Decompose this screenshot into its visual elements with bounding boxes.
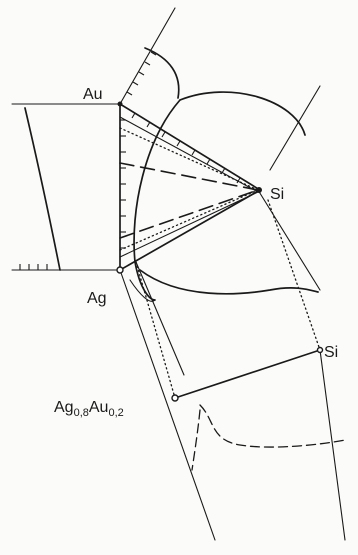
- ag-axis-ticks: [19, 264, 48, 270]
- liquidus-curve-ag-au: [24, 107, 61, 271]
- section-line-agau-si: [174, 349, 321, 399]
- label-composition: Ag0,8Au0,2: [54, 399, 124, 419]
- composition-base: Ag: [54, 399, 74, 416]
- ag-small-curve: [129, 279, 156, 302]
- au-si-binary-panel: [119, 7, 321, 171]
- dashed-ray-2: [119, 189, 259, 239]
- label-si-lower: Si: [324, 344, 338, 361]
- lower-section-panel: [119, 199, 346, 541]
- composition-sub1: 0,8: [74, 407, 89, 419]
- inner-line-ag-side: [119, 191, 259, 258]
- ag-diagonal-line: [135, 261, 185, 376]
- au-ag-edge-ticks: [120, 119, 126, 249]
- au-si-liquidus: [144, 47, 180, 99]
- label-au: Au: [83, 86, 103, 103]
- au-si-edge-ticks: [131, 112, 241, 184]
- ag-vertex-point: [116, 266, 124, 274]
- liquidus-curve-main: [133, 99, 181, 301]
- au-vertex-point: [117, 101, 123, 107]
- au-si-panel-axis: [119, 7, 176, 105]
- composition-mid: Au: [89, 399, 109, 416]
- si-edge-right: [257, 189, 321, 291]
- inner-line-au-side: [119, 116, 259, 193]
- si-vertex-point: [256, 187, 262, 193]
- si-lower-point: [316, 346, 324, 354]
- dotted-ray-ag: [119, 189, 259, 251]
- ternary-triangle-upper: [119, 91, 319, 301]
- agau-composition-point: [171, 394, 179, 402]
- liquidus-curve-si-top: [179, 91, 306, 136]
- label-si-upper: Si: [270, 186, 284, 203]
- ag-au-binary-panel: [11, 103, 121, 271]
- lower-axis-left: [119, 269, 216, 541]
- edge-au-si: [119, 103, 261, 191]
- dashed-ray-1: [119, 162, 259, 191]
- lower-dashed-vertical: [191, 409, 201, 471]
- dotted-projection-right: [267, 199, 321, 351]
- composition-sub2: 0,2: [108, 407, 123, 419]
- edge-ag-si: [119, 189, 261, 271]
- liquidus-curve-si-bottom: [139, 269, 319, 295]
- lower-dashed-liquidus: [199, 404, 346, 448]
- si-panel-axis-top: [269, 85, 321, 171]
- lower-axis-right: [319, 349, 346, 541]
- au-si-panel-ticks: [126, 51, 157, 96]
- dotted-ray-au: [119, 127, 259, 191]
- dotted-projection-left: [135, 261, 176, 399]
- label-ag: Ag: [87, 290, 107, 307]
